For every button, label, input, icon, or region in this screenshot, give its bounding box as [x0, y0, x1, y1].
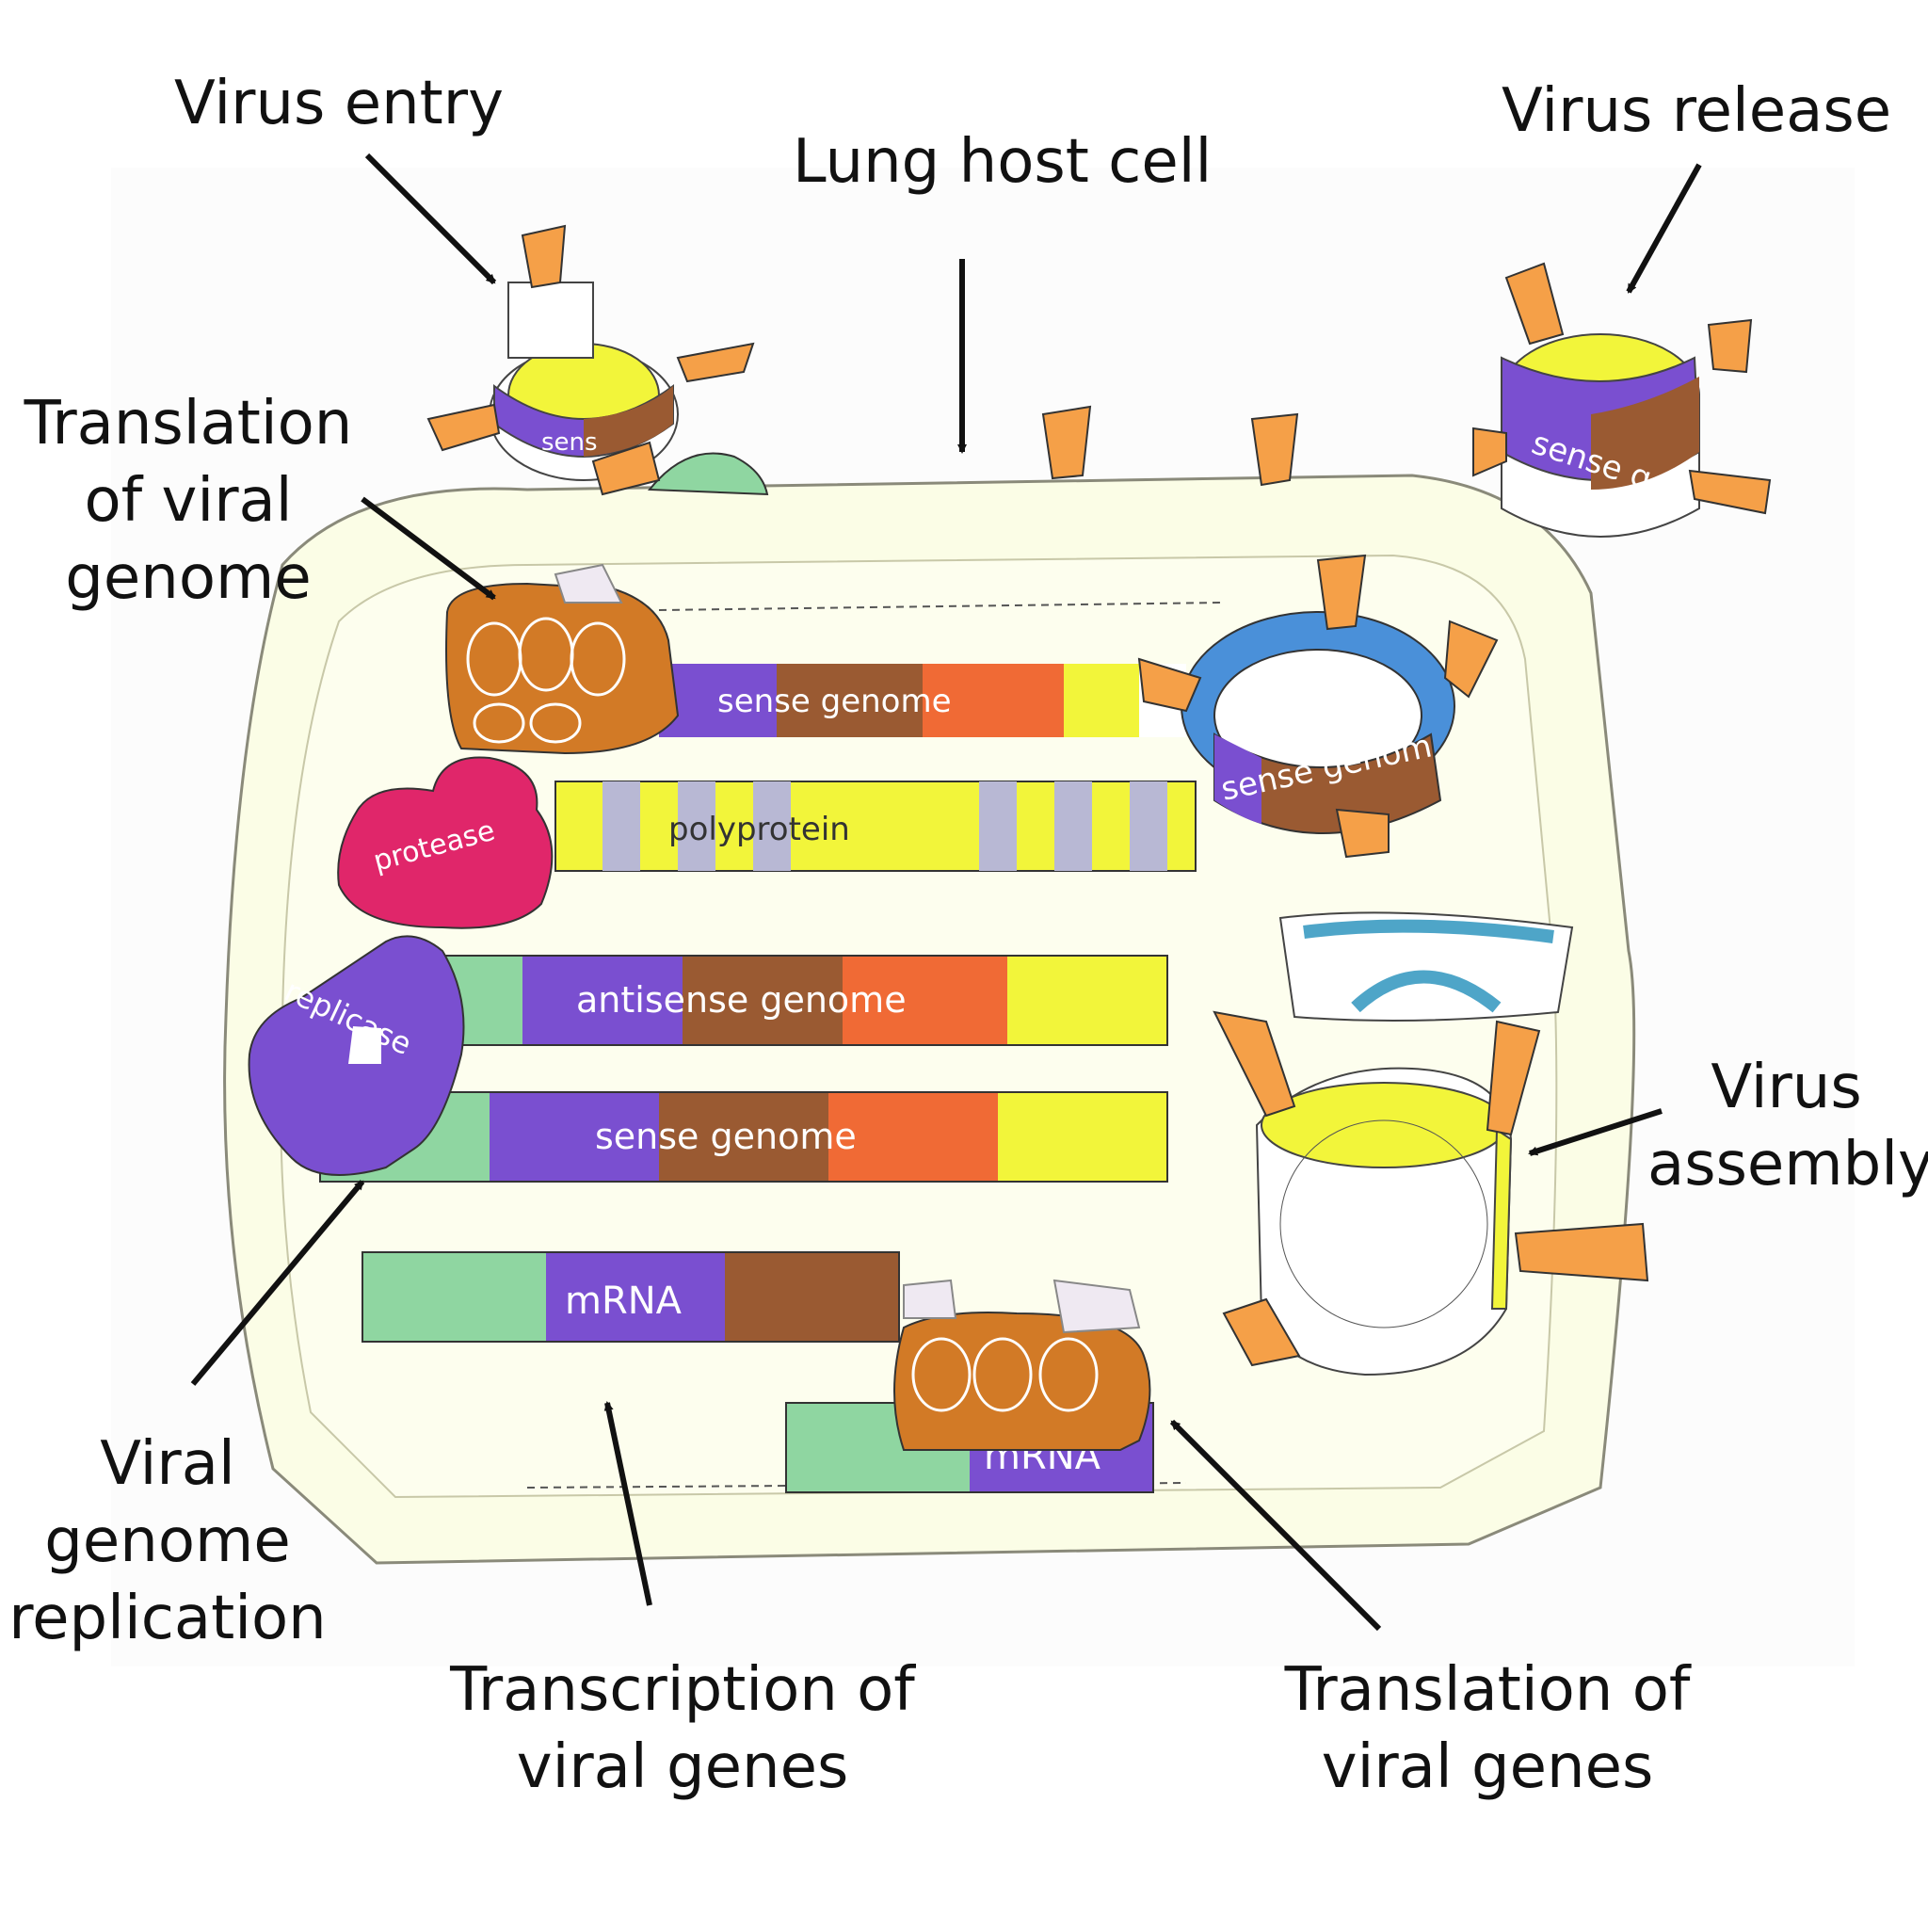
- membrane-spike-protein: [1041, 405, 1092, 480]
- arrow-transcription: [603, 1401, 652, 1606]
- virus-release-particle: sense gen: [1472, 262, 1772, 538]
- strip-label: sense genome: [595, 1116, 857, 1157]
- mrna-lower-strip: mRNA: [785, 1402, 1154, 1493]
- label-line: Transcription of: [450, 1655, 915, 1725]
- label-line: genome: [44, 1505, 291, 1576]
- strip-label: mRNA: [565, 1280, 683, 1323]
- label-viral-genome-replication: Viral genome replication: [8, 1426, 328, 1658]
- strip-label: sense genome: [717, 683, 952, 720]
- virus-assembling-ring: sense genom: [1137, 554, 1499, 859]
- ribosome-gene-translation: [893, 1279, 1151, 1451]
- sense-genome-lower-strip: sense genome: [319, 1091, 1168, 1183]
- protease-enzyme: protease: [337, 756, 554, 929]
- label-lung-host-cell: Lung host cell: [793, 127, 1213, 197]
- receptor: [647, 452, 769, 496]
- label-line: replication: [8, 1583, 327, 1653]
- virus-entry-particle: sens: [426, 224, 755, 496]
- label-line: assembly: [1647, 1129, 1928, 1199]
- arrow-virus-assembly: [1528, 1108, 1663, 1156]
- arrow-virus-release: [1626, 163, 1702, 294]
- arrow-translation-viral-genome: [361, 496, 496, 601]
- membrane-spike-protein: [1250, 412, 1299, 487]
- polyprotein-strip: polyprotein: [554, 781, 1197, 872]
- label-line: genome: [65, 542, 312, 613]
- label-transcription-of-viral-genes: Transcription of viral genes: [447, 1652, 918, 1807]
- label-line: Translation: [24, 389, 353, 459]
- label-line: of viral: [84, 465, 293, 536]
- nucleocapsid-protein: [1278, 911, 1574, 1022]
- label-translation-of-viral-genes: Translation of viral genes: [1257, 1652, 1718, 1807]
- label-line: Translation of: [1284, 1655, 1691, 1725]
- arrow-virus-entry: [364, 153, 497, 285]
- mrna-upper-strip: mRNA: [362, 1251, 900, 1343]
- label-virus-assembly: Virus assembly: [1647, 1050, 1928, 1204]
- strip-label: antisense genome: [576, 979, 907, 1021]
- label-translation-of-viral-genome: Translation of viral genome: [19, 386, 358, 618]
- strip-label: polyprotein: [668, 811, 850, 848]
- label-line: viral genes: [516, 1731, 849, 1802]
- replicase-enzyme: replicase: [248, 935, 465, 1176]
- antisense-genome-strip: antisense genome: [423, 955, 1168, 1046]
- virus-ring-label: sens: [541, 428, 598, 457]
- pointer-arrows: [190, 153, 1702, 1632]
- dashed-fold-line: [658, 602, 1225, 611]
- sense-genome-top-strip: sense genome: [659, 664, 1186, 737]
- label-virus-release: Virus release: [1502, 76, 1892, 146]
- arrow-viral-genome-replication: [190, 1180, 365, 1386]
- virus-assembly-ring: [1213, 1010, 1649, 1377]
- label-line: Virus: [1711, 1053, 1862, 1122]
- arrow-translation-viral-genes: [1169, 1419, 1382, 1632]
- label-line: Viral: [100, 1429, 235, 1499]
- label-line: viral genes: [1321, 1731, 1654, 1802]
- ribosome-genome-translation: [445, 563, 680, 755]
- label-virus-entry: Virus entry: [174, 69, 504, 138]
